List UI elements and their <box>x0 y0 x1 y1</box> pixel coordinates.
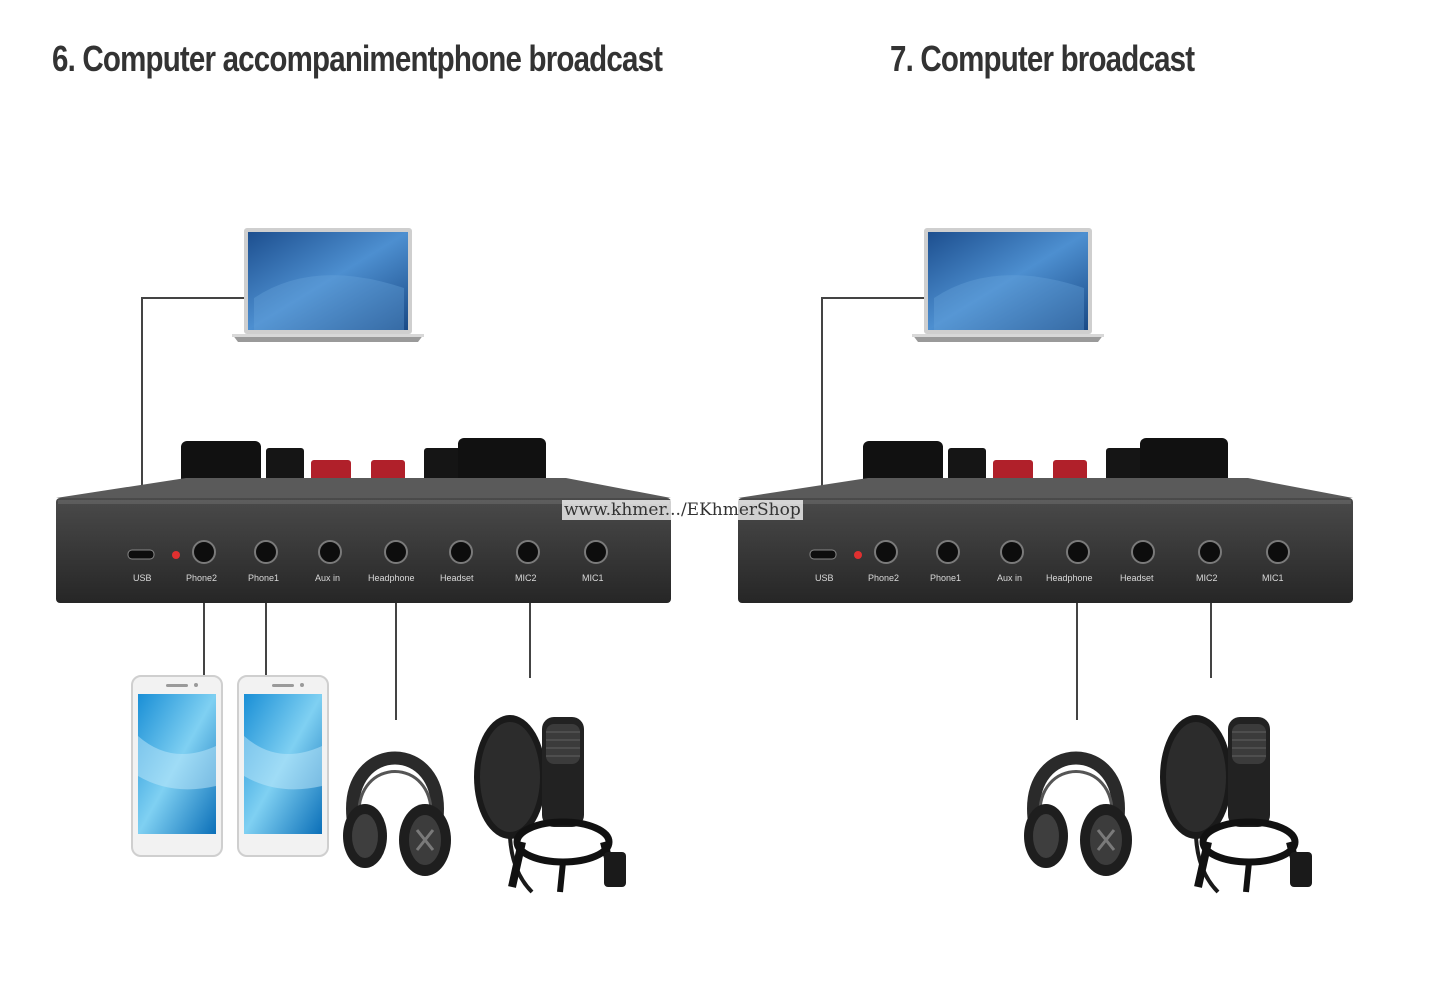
port-label-headset: Headset <box>440 573 474 583</box>
laptop-image <box>232 228 424 342</box>
port-labels: USB Phone2 Phone1 Aux in Headphone Heads… <box>815 573 1284 583</box>
microphone-image <box>1160 715 1312 892</box>
port-label-mic2: MIC2 <box>515 573 537 583</box>
watermark-text: www.khmer.../EKhmerShop <box>562 500 803 520</box>
port-label-mic1: MIC1 <box>582 573 604 583</box>
microphone-image <box>474 715 626 892</box>
port-label-headphone: Headphone <box>368 573 415 583</box>
port-label-usb: USB <box>133 573 152 583</box>
panel-title-computer-broadcast: 7. Computer broadcast <box>890 38 1195 79</box>
port-label-usb: USB <box>815 573 834 583</box>
usb-cable <box>141 297 244 552</box>
port-labels: USB Phone2 Phone1 Aux in Headphone Heads… <box>133 573 604 583</box>
port-label-phone1: Phone1 <box>248 573 279 583</box>
port-label-mic1: MIC1 <box>1262 573 1284 583</box>
headphones-image <box>1024 758 1132 876</box>
port-label-phone1: Phone1 <box>930 573 961 583</box>
port-label-phone2: Phone2 <box>868 573 899 583</box>
laptop-image <box>912 228 1104 342</box>
port-label-aux-in: Aux in <box>315 573 340 583</box>
panel-computer-accompaniment-phone-broadcast: USB Phone2 Phone1 Aux in Headphone Heads… <box>55 228 672 892</box>
port-label-mic2: MIC2 <box>1196 573 1218 583</box>
port-label-headphone: Headphone <box>1046 573 1093 583</box>
smartphone-image <box>131 675 223 857</box>
port-label-headset: Headset <box>1120 573 1154 583</box>
smartphone-image <box>237 675 329 857</box>
panel-title-computer-accompaniment-phone-broadcast: 6. Computer accompanimentphone broadcast <box>52 38 663 79</box>
headphones-image <box>343 758 451 876</box>
port-label-aux-in: Aux in <box>997 573 1022 583</box>
port-label-phone2: Phone2 <box>186 573 217 583</box>
usb-cable <box>821 297 924 552</box>
panel-computer-broadcast: USB Phone2 Phone1 Aux in Headphone Heads… <box>737 228 1354 892</box>
